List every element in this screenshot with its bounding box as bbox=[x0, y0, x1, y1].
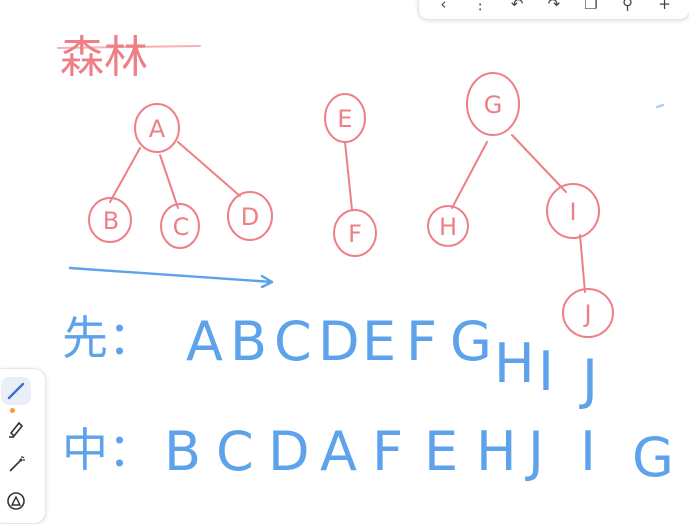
title-forest: 森林 bbox=[60, 32, 148, 83]
node-F: F bbox=[333, 209, 377, 257]
tree-edges bbox=[109, 134, 586, 293]
svg-text:I: I bbox=[569, 198, 576, 226]
inorder-letter: G bbox=[632, 426, 674, 489]
more-icon[interactable]: ⋮ bbox=[472, 0, 488, 13]
chevron-left-icon[interactable]: ‹ bbox=[440, 0, 447, 13]
redo-icon[interactable]: ↷ bbox=[547, 0, 561, 13]
inorder-letter: B bbox=[164, 420, 201, 483]
svg-text:B: B bbox=[103, 207, 119, 235]
inorder-letter: D bbox=[268, 420, 310, 483]
preorder-letter: D bbox=[318, 310, 360, 373]
node-I: I bbox=[546, 183, 600, 239]
preorder-letter: I bbox=[538, 340, 554, 403]
preorder-letter: E bbox=[362, 310, 396, 373]
node-D: D bbox=[227, 191, 273, 241]
edge-A-C bbox=[159, 154, 179, 209]
edge-A-B bbox=[109, 147, 141, 203]
preorder-letter: A bbox=[186, 310, 223, 373]
inorder-letter: A bbox=[320, 420, 357, 483]
top-toolbar: ‹ ⋮ ↶ ↷ ❐ ⚲ + bbox=[418, 0, 689, 20]
node-J: J bbox=[562, 288, 614, 338]
node-A: A bbox=[134, 103, 180, 153]
active-color-dot bbox=[10, 408, 15, 413]
highlighter-icon[interactable] bbox=[1, 414, 31, 442]
preorder-letter: C bbox=[274, 310, 312, 373]
edge-E-F bbox=[344, 141, 353, 211]
inorder-letter: H bbox=[476, 420, 517, 483]
node-H: H bbox=[427, 205, 469, 247]
inorder-letter: I bbox=[580, 420, 596, 483]
node-E: E bbox=[324, 93, 366, 143]
pen-tool-icon[interactable] bbox=[1, 377, 31, 405]
search-icon[interactable]: ⚲ bbox=[622, 0, 634, 13]
preorder-label: 先： bbox=[62, 311, 154, 365]
preorder-letter: G bbox=[450, 310, 492, 373]
copy-icon[interactable]: ❐ bbox=[584, 0, 598, 13]
undo-icon[interactable]: ↶ bbox=[510, 0, 524, 13]
shapes-icon[interactable] bbox=[1, 487, 31, 515]
inorder-letter: F bbox=[372, 420, 403, 483]
node-B: B bbox=[88, 197, 132, 243]
svg-text:J: J bbox=[582, 300, 591, 328]
preorder-letter: F bbox=[406, 310, 437, 373]
preorder-letter: B bbox=[230, 310, 267, 373]
svg-text:E: E bbox=[337, 105, 352, 133]
add-icon[interactable]: + bbox=[658, 0, 671, 13]
svg-text:F: F bbox=[348, 220, 362, 248]
svg-text:C: C bbox=[173, 213, 190, 241]
svg-text:H: H bbox=[439, 213, 457, 241]
laser-pointer-icon[interactable] bbox=[1, 451, 31, 479]
tool-palette bbox=[0, 368, 46, 524]
svg-text:D: D bbox=[241, 203, 259, 231]
node-C: C bbox=[160, 203, 200, 249]
svg-text:A: A bbox=[149, 115, 166, 143]
edge-G-I bbox=[511, 134, 567, 193]
preorder-letter: H bbox=[494, 332, 535, 395]
edge-A-D bbox=[177, 141, 241, 197]
inorder-letter: J bbox=[525, 420, 544, 483]
svg-text:G: G bbox=[484, 91, 503, 119]
node-G: G bbox=[466, 72, 520, 136]
stray-mark bbox=[655, 103, 665, 109]
edge-G-H bbox=[451, 141, 488, 209]
inorder-label: 中： bbox=[62, 423, 154, 477]
separator-arrow bbox=[68, 266, 274, 289]
preorder-letter: J bbox=[579, 348, 598, 411]
inorder-letter: E bbox=[424, 420, 458, 483]
edge-I-J bbox=[579, 234, 586, 293]
inorder-letter: C bbox=[216, 420, 254, 483]
